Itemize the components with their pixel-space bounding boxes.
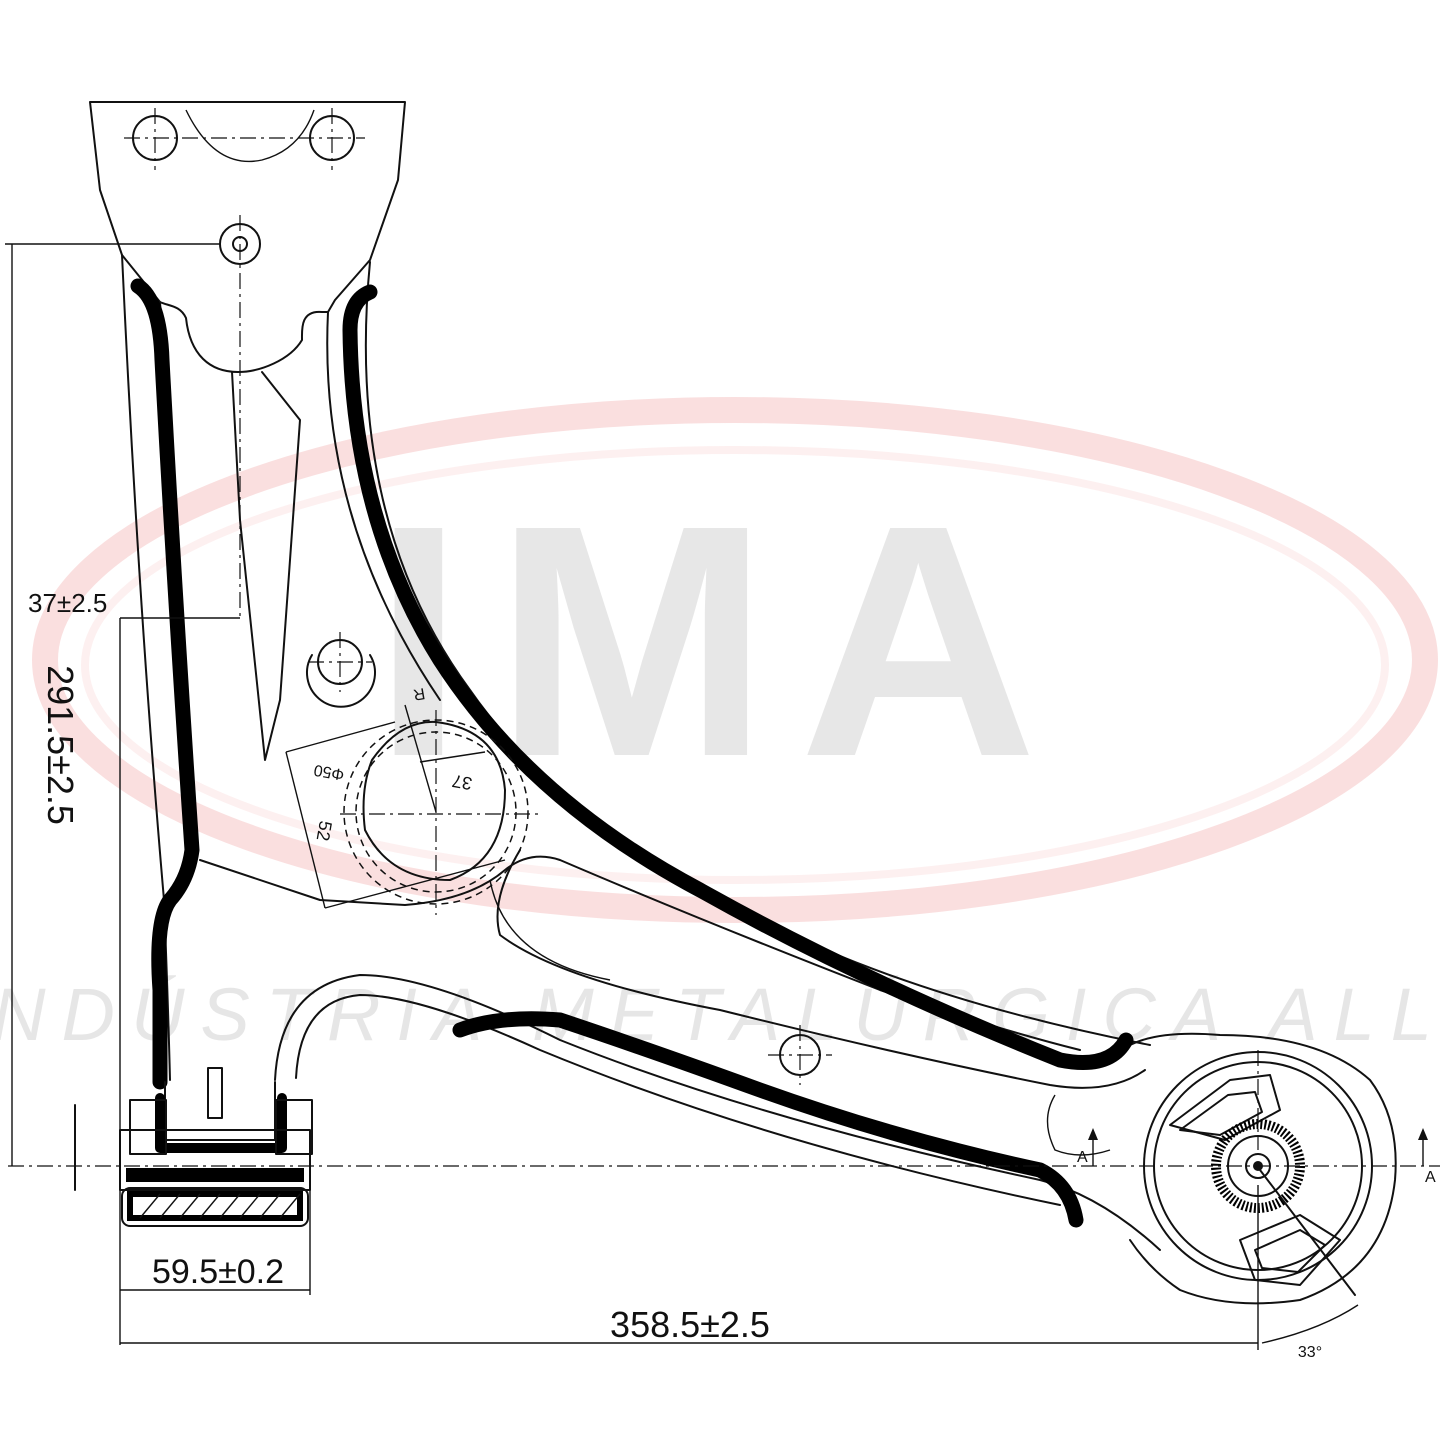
bracket-holes xyxy=(124,108,365,620)
watermark-ring-inner xyxy=(81,446,1389,884)
dim-overall-length-label: 358.5±2.5 xyxy=(610,1304,770,1345)
arm-bead-lines xyxy=(130,278,1134,1228)
dim-height-label: 291.5±2.5 xyxy=(40,665,81,825)
dim-bushing-width-label: 59.5±0.2 xyxy=(152,1253,284,1291)
watermark: IMA INDÚSTRIA METALÚRGICA ALLI xyxy=(0,397,1445,1056)
web-opening xyxy=(285,704,540,915)
annotation-diameter: Φ50 xyxy=(313,761,346,783)
section-label-right: A xyxy=(1425,1169,1436,1186)
watermark-logo-text: IMA xyxy=(373,456,1068,825)
dimension-lines xyxy=(5,243,1359,1350)
watermark-company-text: INDÚSTRIA METALÚRGICA ALLI xyxy=(0,973,1445,1056)
reference-holes xyxy=(306,632,832,1085)
arm-outline xyxy=(89,101,1397,1305)
dim-angle-label: 33° xyxy=(1298,1344,1322,1361)
dim-offset-label: 37±2.5 xyxy=(28,588,107,618)
section-label-left: A xyxy=(1077,1149,1088,1166)
annotation-radius: R xyxy=(412,684,426,703)
dimension-labels: 291.5±2.5 37±2.5 59.5±0.2 358.5±2.5 33° … xyxy=(28,588,1436,1361)
front-bushing xyxy=(74,1067,313,1227)
annotation-dim-52: 52 xyxy=(313,819,336,842)
annotation-dim-37: 37 xyxy=(450,771,473,794)
centerlines xyxy=(8,1128,1440,1167)
